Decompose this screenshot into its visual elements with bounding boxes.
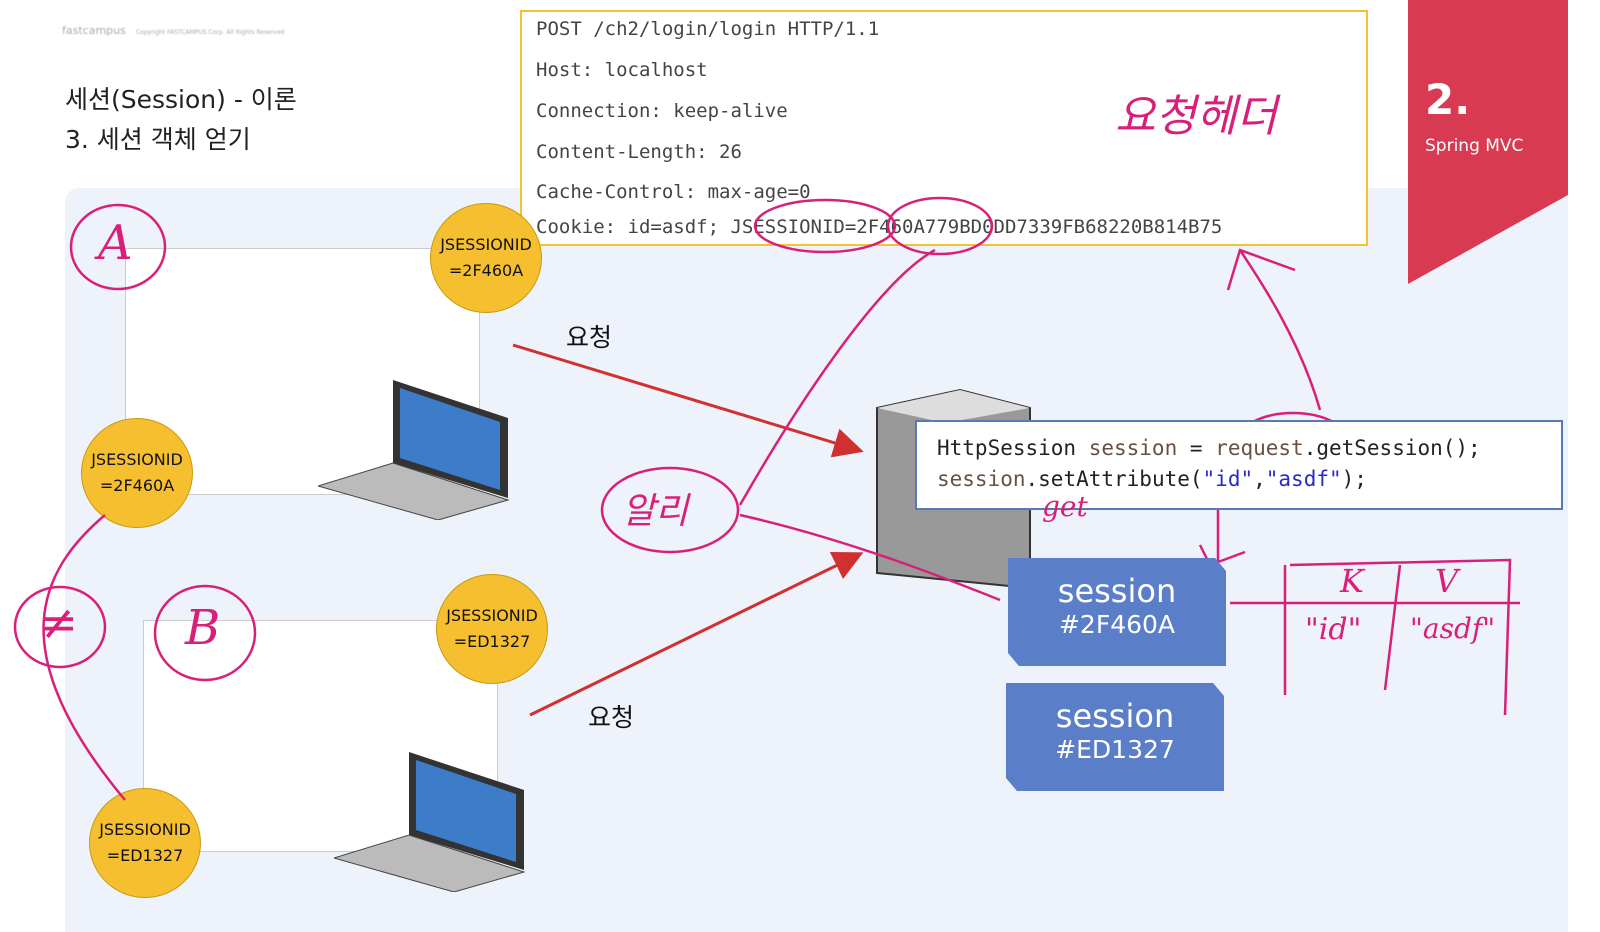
- handwritten-note: get: [1042, 490, 1088, 523]
- header-line: Cache-Control: max-age=0: [536, 181, 811, 203]
- code-token: HttpSession: [937, 436, 1089, 460]
- handwritten-note: 알리: [622, 491, 689, 532]
- session-label: session: [1055, 697, 1175, 735]
- section-number: 2.: [1425, 75, 1471, 124]
- cookie-badge: JSESSIONID =2F460A: [81, 418, 193, 528]
- code-token: );: [1341, 467, 1367, 491]
- handwritten-note: A: [98, 215, 133, 271]
- handwritten-note: K: [1340, 562, 1364, 600]
- handwritten-note: V: [1435, 562, 1459, 600]
- session-id: #2F460A: [1058, 610, 1176, 639]
- title-line-1: 세션(Session) - 이론: [65, 85, 297, 114]
- session-object: session#ED1327: [1006, 683, 1224, 791]
- cookie-header-line: Cookie: id=asdf; JSESSIONID=2F460A779BD0…: [536, 216, 1223, 238]
- code-token: session: [1088, 436, 1178, 460]
- section-name: Spring MVC: [1425, 136, 1524, 156]
- arrow-top: [512, 343, 864, 458]
- code-token: session: [937, 467, 1026, 491]
- cookie-badge: JSESSIONID =2F460A: [430, 203, 542, 313]
- session-object: session#2F460A: [1008, 558, 1226, 666]
- handwritten-note: "asdf": [1410, 612, 1496, 645]
- request-line: POST /ch2/login/login HTTP/1.1: [536, 18, 880, 40]
- code-token: .getSession();: [1303, 436, 1481, 460]
- session-id: #ED1327: [1055, 735, 1175, 764]
- cookie-badge: JSESSIONID =ED1327: [89, 788, 201, 898]
- fastcampus-logo: fastcampus Copyright FASTCAMPUS Corp. All…: [62, 24, 284, 37]
- cookie-badge: JSESSIONID =ED1327: [436, 574, 548, 684]
- copyright: Copyright FASTCAMPUS Corp. All Rights Re…: [135, 29, 285, 36]
- code-token: .setAttribute(: [1025, 467, 1203, 491]
- laptop-icon: [318, 380, 510, 520]
- code-token: "id": [1202, 467, 1254, 491]
- title-line-2: 3. 세션 객체 얻기: [65, 125, 251, 154]
- handwritten-note: B: [185, 600, 221, 656]
- section-corner: [1408, 0, 1568, 284]
- laptop-icon: [334, 752, 526, 892]
- header-line: Connection: keep-alive: [536, 100, 788, 122]
- session-label: session: [1057, 572, 1177, 610]
- code-snippet: HttpSession session = request.getSession…: [915, 420, 1563, 510]
- handwritten-strokes: [13, 196, 1531, 801]
- handwritten-note: "id": [1305, 612, 1362, 647]
- header-line: Host: localhost: [536, 59, 708, 81]
- arrow-bottom: [529, 552, 864, 717]
- handwritten-note: 요청헤더: [1115, 91, 1277, 142]
- request-label: 요청: [588, 703, 635, 732]
- code-token: =: [1177, 436, 1216, 460]
- handwritten-note: ≠: [38, 595, 79, 651]
- code-token: request: [1215, 436, 1304, 460]
- code-token: ,: [1253, 467, 1266, 491]
- brand: fastcampus: [62, 24, 126, 37]
- http-request-box: POST /ch2/login/login HTTP/1.1 Host: loc…: [520, 10, 1368, 246]
- request-label: 요청: [566, 323, 613, 352]
- slide-title: 세션(Session) - 이론 3. 세션 객체 얻기: [65, 80, 297, 160]
- header-line: Content-Length: 26: [536, 141, 742, 163]
- code-token: "asdf": [1265, 467, 1342, 491]
